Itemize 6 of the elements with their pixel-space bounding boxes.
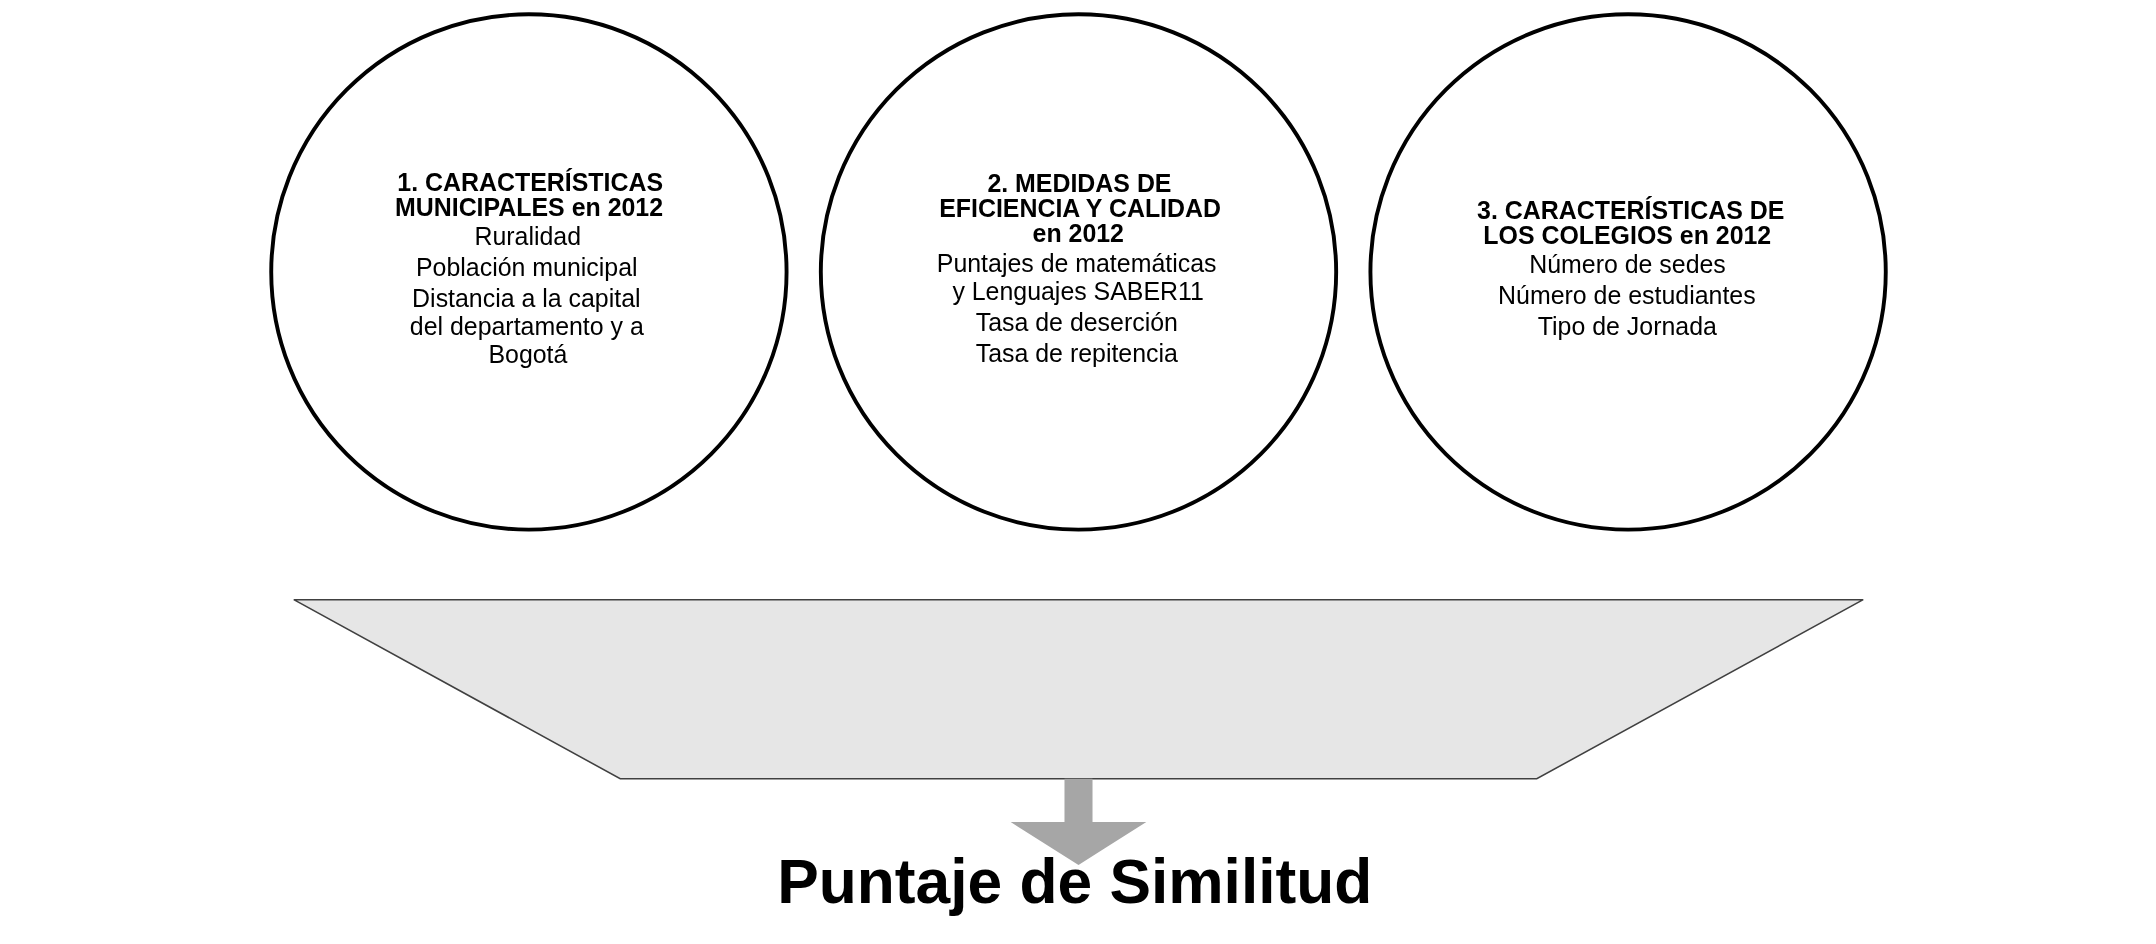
node-circle: 3. CARACTERÍSTICAS DE LOS COLEGIOS en 2012 Número de sedes Número de estudiantes Tipo de Jornada [1368,12,1888,532]
node-funnel [292,598,1864,780]
node-text: Puntaje de Similitud [776,847,1372,917]
node-circle: 1. CARACTERÍSTICAS MUNICIPALES en 2012 Ruralidad Población municipal Distancia a la capital del departamento y a Bogotá [268,12,788,532]
node-circle: 2. MEDIDAS DE EFICIENCIA Y CALIDAD en 2012 Puntajes de matemáticas y Lenguajes SABER11 Tasa de deserción Tasa de repitencia [818,12,1338,532]
arrow [1010,778,1146,866]
